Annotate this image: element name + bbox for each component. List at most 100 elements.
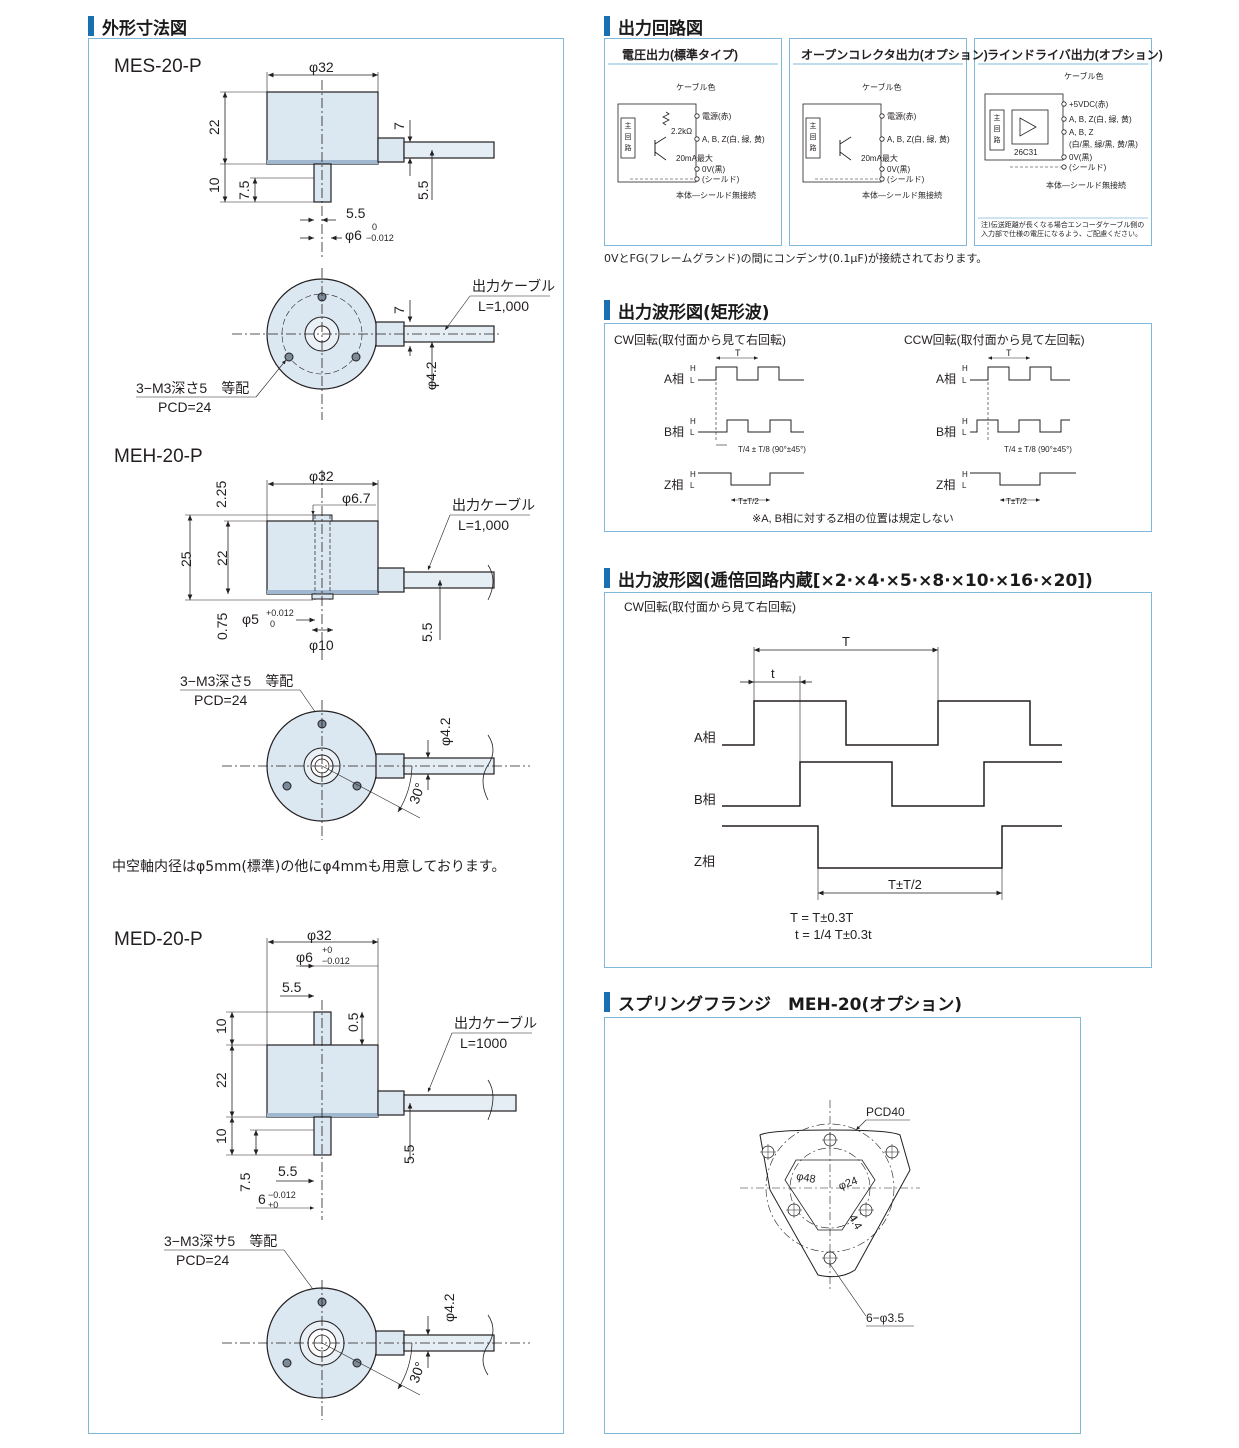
svg-text:PCD=24: PCD=24: [194, 692, 248, 708]
svg-text:ケーブル色: ケーブル色: [676, 82, 716, 92]
svg-text:T±T/2: T±T/2: [1006, 497, 1027, 506]
svg-text:3−M3深サ5 等配: 3−M3深サ5 等配: [164, 1233, 277, 1249]
svg-text:電圧出力(標準タイプ): 電圧出力(標準タイプ): [622, 47, 738, 62]
svg-text:電源(赤): 電源(赤): [702, 112, 732, 121]
svg-text:T: T: [735, 348, 741, 358]
svg-text:20mA最大: 20mA最大: [861, 153, 898, 163]
mes-cable: [403, 141, 495, 159]
svg-text:回: 回: [625, 133, 632, 141]
svg-text:φ10: φ10: [309, 637, 334, 653]
svg-text:(シールド): (シールド): [887, 175, 925, 184]
section-marker: [604, 992, 610, 1012]
svg-text:PCD=24: PCD=24: [176, 1252, 230, 1268]
waveform-rect: CW回転(取付面から見て右回転) CCW回転(取付面から見て左回転) A相 B相…: [614, 332, 1085, 525]
svg-text:A相: A相: [936, 372, 956, 386]
svg-text:Z相: Z相: [936, 478, 955, 492]
mes-cable-boot: [377, 137, 405, 163]
waveform-multiplier-frame: [604, 592, 1152, 968]
svg-text:路: 路: [994, 135, 1001, 144]
svg-text:L=1000: L=1000: [460, 1035, 507, 1051]
svg-text:0: 0: [270, 619, 275, 629]
line-driver-note: 注)伝送距離が長くなる場合エンコーダケーブル側の入力部で仕様の電圧になるよう、ご…: [981, 221, 1145, 238]
svg-text:3−M3深さ5 等配: 3−M3深さ5 等配: [180, 673, 293, 689]
mes-body: [266, 91, 379, 165]
meh-drawing: MEH-20-P φ32 φ6.7 2.25 25 22 0.75 φ5 +0.…: [114, 446, 535, 840]
svg-text:7.5: 7.5: [237, 1172, 253, 1192]
svg-text:5.5: 5.5: [415, 180, 431, 200]
svg-text:10: 10: [213, 1018, 229, 1034]
svg-text:+5VDC(赤): +5VDC(赤): [1069, 100, 1109, 109]
svg-text:30°: 30°: [406, 1360, 428, 1385]
svg-text:ラインドライバ出力(オプション): ラインドライバ出力(オプション): [987, 47, 1163, 62]
svg-text:t = 1/4 T±0.3t: t = 1/4 T±0.3t: [795, 927, 872, 942]
svg-text:CW回転(取付面から見て右回転): CW回転(取付面から見て右回転): [614, 332, 786, 347]
svg-text:6: 6: [258, 1191, 266, 1207]
svg-text:0V(黒): 0V(黒): [702, 165, 725, 174]
svg-text:出力ケーブル: 出力ケーブル: [452, 497, 535, 513]
svg-text:L: L: [962, 376, 967, 385]
model-name-med: MED-20-P: [114, 929, 203, 950]
svg-text:路: 路: [625, 143, 632, 152]
svg-text:A相: A相: [694, 730, 716, 745]
mes-shaft: [313, 163, 332, 203]
svg-text:T/4 ± T/8 (90°±45°): T/4 ± T/8 (90°±45°): [738, 445, 806, 454]
svg-text:L=1,000: L=1,000: [478, 298, 529, 314]
svg-text:CCW回転(取付面から見て左回転): CCW回転(取付面から見て左回転): [904, 332, 1085, 347]
svg-text:本体—シールド無接続: 本体—シールド無接続: [862, 190, 942, 200]
model-name-mes: MES-20-P: [114, 56, 202, 77]
svg-text:−0.012: −0.012: [268, 1190, 296, 1200]
svg-text:0V(黒): 0V(黒): [887, 165, 910, 174]
svg-text:H: H: [690, 364, 696, 373]
svg-text:電源(赤): 電源(赤): [887, 112, 917, 121]
circuit-box-open-collector: [789, 38, 967, 246]
svg-text:CW回転(取付面から見て右回転): CW回転(取付面から見て右回転): [624, 599, 796, 614]
svg-text:T: T: [1006, 348, 1012, 358]
svg-text:φ4.2: φ4.2: [423, 361, 439, 390]
svg-text:4.4: 4.4: [846, 1213, 864, 1232]
svg-text:A相: A相: [664, 372, 684, 386]
svg-text:φ4.2: φ4.2: [441, 1293, 457, 1322]
svg-text:30°: 30°: [406, 781, 428, 806]
svg-text:※A, B相に対するZ相の位置は規定しない: ※A, B相に対するZ相の位置は規定しない: [752, 511, 954, 525]
svg-text:−0.012: −0.012: [322, 956, 350, 966]
svg-text:H: H: [690, 417, 696, 426]
svg-text:主: 主: [994, 113, 1001, 122]
svg-text:主: 主: [625, 121, 632, 130]
section-title-waveform-multiplier: 出力波形図(逓倍回路内蔵[×2·×4·×5·×8·×10·×16·×20]): [604, 566, 1093, 591]
section-title-dimensions: 外形寸法図: [88, 14, 187, 39]
svg-text:6−φ3.5: 6−φ3.5: [866, 1311, 904, 1325]
section-marker: [604, 568, 610, 588]
section-title-waveform: 出力波形図(矩形波): [604, 298, 770, 323]
svg-text:T±T/2: T±T/2: [738, 497, 759, 506]
svg-text:22: 22: [213, 1072, 229, 1088]
svg-text:A, B, Z(白, 緑, 黄): A, B, Z(白, 緑, 黄): [887, 134, 950, 144]
svg-text:5.5: 5.5: [419, 622, 435, 642]
svg-text:2.25: 2.25: [213, 481, 229, 508]
svg-text:φ48: φ48: [795, 1171, 816, 1186]
svg-text:PCD40: PCD40: [866, 1105, 905, 1119]
waveform-multiplier: CW回転(取付面から見て右回転) A相 B相 Z相 T t T±T/2 T = …: [624, 599, 1062, 942]
svg-text:0V(黒): 0V(黒): [1069, 153, 1092, 162]
svg-text:A, B, Z(白, 緑, 黄): A, B, Z(白, 緑, 黄): [702, 134, 765, 144]
svg-text:φ5: φ5: [242, 611, 259, 627]
svg-text:t: t: [771, 666, 775, 681]
mes-drawing: MES-20-P φ32 22 10 7.5 7 5.5 5.5 φ6 0 −0: [114, 56, 555, 420]
svg-text:+0: +0: [322, 945, 332, 955]
svg-text:A, B, Z(白, 緑, 黄): A, B, Z(白, 緑, 黄): [1069, 114, 1132, 124]
section-title-circuit: 出力回路図: [604, 14, 703, 39]
svg-text:−0.012: −0.012: [366, 233, 394, 243]
svg-text:φ6.7: φ6.7: [342, 490, 371, 506]
svg-text:Z相: Z相: [664, 478, 683, 492]
circuit-footer-note: 0VとFG(フレームグランド)の間にコンデンサ(0.1μF)が接続されております…: [604, 252, 988, 265]
med-body: [266, 1044, 379, 1118]
svg-text:φ6: φ6: [296, 949, 313, 965]
svg-text:0.5: 0.5: [345, 1012, 361, 1032]
svg-text:5.5: 5.5: [401, 1144, 417, 1164]
svg-text:(シールド): (シールド): [1069, 163, 1107, 172]
svg-text:主: 主: [810, 121, 817, 130]
model-name-meh: MEH-20-P: [114, 446, 203, 467]
section-marker: [604, 300, 610, 320]
section-title-spring-flange: スプリングフランジ MEH-20(オプション): [604, 990, 962, 1015]
svg-text:T±T/2: T±T/2: [888, 877, 922, 892]
